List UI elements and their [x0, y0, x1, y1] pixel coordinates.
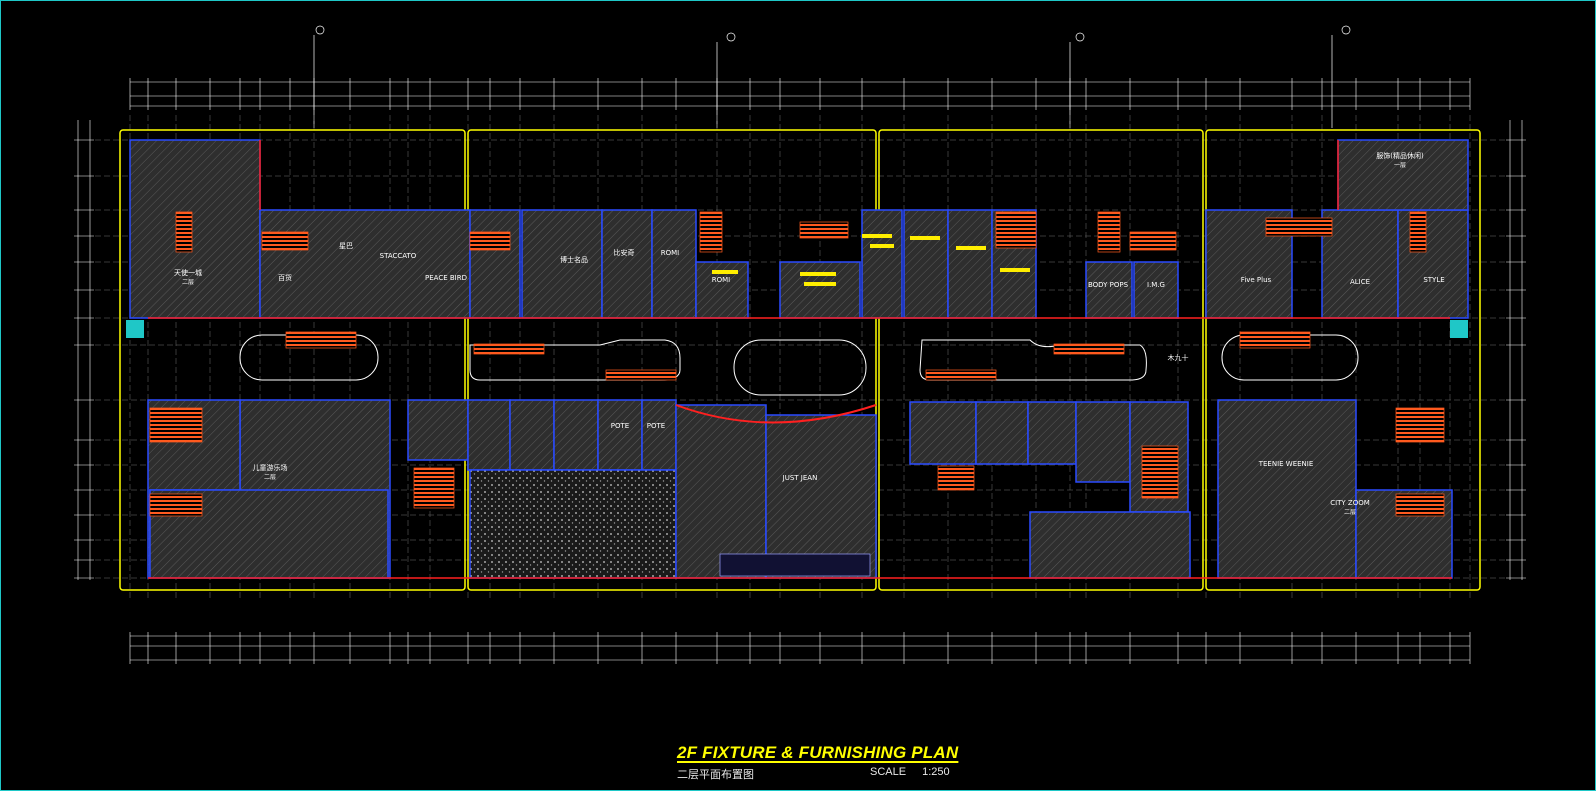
store-label: BODY POPS [1088, 281, 1129, 289]
scale-value: 1:250 [922, 766, 950, 778]
store-label: STACCATO [380, 252, 417, 260]
store-label: JUST JEAN [782, 474, 818, 482]
store-label: POTE [611, 422, 629, 430]
store-label: 比安奇 [614, 248, 635, 257]
store-sublabel: 一层 [1394, 162, 1406, 169]
store-label: ROMI [661, 249, 679, 257]
store-label: CITY ZOOM [1330, 499, 1370, 507]
atrium-voids [239, 334, 1359, 396]
drawing-title: 2F FIXTURE & FURNISHING PLAN [677, 743, 959, 762]
store-label: I.M.G [1147, 281, 1165, 289]
store-label: 木九十 [1168, 353, 1189, 362]
store-label: Five Plus [1241, 276, 1272, 284]
store-label: POTE [647, 422, 665, 430]
store-label: STYLE [1423, 276, 1444, 284]
fixture-bars [712, 234, 1030, 286]
store-label: ROMI [712, 276, 730, 284]
store-label: ALICE [1350, 278, 1370, 286]
section-markers [313, 25, 1351, 128]
store-label: 百货 [278, 273, 292, 282]
store-label: 服饰(精品休闲) [1376, 151, 1424, 160]
store-sublabel: 二层 [264, 474, 276, 481]
escalators [149, 211, 1445, 517]
store-label: PEACE BIRD [425, 274, 467, 282]
facade-lines [148, 140, 1452, 579]
store-label: 天使一城 [174, 268, 202, 277]
zone-outlines [119, 129, 1481, 591]
store-label: TEENIE WEENIE [1258, 460, 1314, 468]
drawing-subtitle: 二层平面布置图 [677, 769, 754, 781]
scale-note: SCALE 1:250 [870, 766, 950, 778]
south-shops [147, 399, 1453, 579]
store-label: 儿童游乐场 [253, 463, 288, 472]
store-label: 星巴 [339, 242, 353, 250]
entrances [126, 320, 1468, 338]
store-sublabel: 二层 [182, 279, 194, 286]
store-label: 博士名品 [560, 255, 588, 264]
scale-label: SCALE [870, 766, 907, 778]
dimension-ticks [74, 78, 1526, 664]
store-sublabel: 二层 [1344, 509, 1356, 516]
dimension-lines [77, 81, 1523, 661]
south-entrance [719, 553, 871, 577]
